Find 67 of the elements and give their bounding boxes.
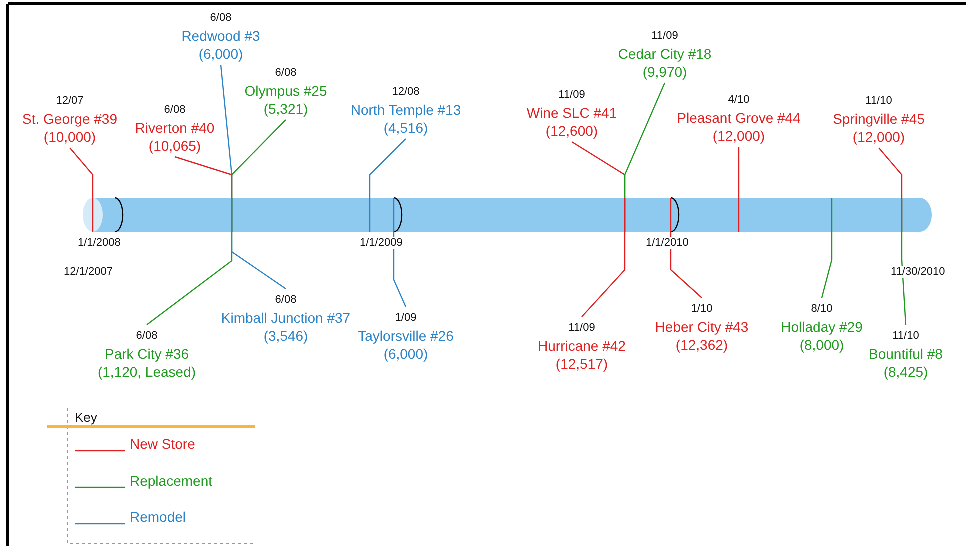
date-label: 11/10	[892, 329, 920, 344]
date-label: 6/08	[136, 329, 158, 344]
leader-line	[393, 198, 407, 308]
store-name: Pleasant Grove #44	[677, 109, 801, 127]
date-label: 4/10	[728, 93, 750, 108]
store-size: (12,000)	[852, 128, 906, 146]
store-name: Olympus #25	[244, 82, 328, 100]
leader-line	[369, 138, 406, 232]
store-size: (8,425)	[884, 363, 928, 381]
leader-line	[670, 198, 702, 298]
store-size: (12,517)	[556, 355, 608, 373]
axis-date-label: 12/1/2007	[64, 266, 113, 278]
timeline-bar	[83, 197, 932, 233]
axis-date-label: 1/1/2008	[78, 237, 121, 249]
date-label: 6/08	[210, 11, 232, 26]
legend-label: Remodel	[130, 509, 186, 525]
store-name: North Temple #13	[350, 101, 462, 119]
store-size: (1,120, Leased)	[98, 363, 196, 381]
store-size: (8,000)	[800, 336, 844, 354]
date-label: 11/09	[652, 29, 678, 44]
leader-line	[70, 148, 94, 232]
date-label: 11/09	[568, 321, 596, 336]
leader-line	[821, 198, 833, 298]
store-size: (6,000)	[384, 345, 428, 363]
store-size: (12,000)	[712, 127, 766, 145]
date-label: 6/08	[164, 103, 186, 118]
date-label: 11/10	[866, 94, 892, 109]
store-name: Park City #36	[104, 345, 190, 363]
store-name: Cedar City #18	[618, 45, 712, 63]
date-label: 6/08	[275, 66, 297, 81]
store-name: St. George #39	[22, 110, 118, 128]
store-name: Holladay #29	[781, 318, 863, 336]
legend-title: Key	[75, 410, 98, 425]
store-size: (12,362)	[676, 336, 728, 354]
store-name: Kimball Junction #37	[221, 309, 351, 327]
store-name: Bountiful #8	[869, 345, 943, 363]
store-name: Redwood #3	[182, 27, 260, 45]
leader-line	[582, 198, 626, 318]
store-name: Springville #45	[833, 110, 925, 128]
store-size: (10,000)	[44, 128, 96, 146]
legend-label: New Store	[130, 436, 196, 452]
store-size: (9,970)	[642, 63, 688, 81]
store-size: (5,321)	[264, 100, 308, 118]
axis-date-label: 11/30/2010	[891, 266, 946, 278]
date-label: 12/07	[56, 94, 84, 109]
store-size: (6,000)	[198, 45, 244, 63]
leader-line	[901, 198, 907, 326]
leader-line	[231, 198, 286, 290]
store-name: Riverton #40	[135, 119, 215, 137]
store-size: (10,065)	[148, 137, 202, 155]
store-name: Heber City #43	[655, 318, 749, 336]
date-label: 8/10	[811, 302, 833, 317]
store-size: (4,516)	[384, 119, 428, 137]
store-name: Wine SLC #41	[526, 104, 618, 122]
store-size: (3,546)	[264, 327, 308, 345]
store-name: Taylorsville #26	[358, 327, 454, 345]
store-size: (12,600)	[546, 122, 598, 140]
axis-date-label: 1/1/2010	[646, 237, 689, 249]
date-label: 6/08	[275, 293, 297, 308]
date-label: 11/09	[558, 88, 586, 103]
date-label: 1/09	[395, 311, 417, 326]
axis-date-label: 1/1/2009	[360, 237, 403, 249]
store-name: Hurricane #42	[538, 337, 626, 355]
date-label: 12/08	[392, 85, 420, 100]
legend-label: Replacement	[130, 472, 212, 488]
date-label: 1/10	[691, 302, 713, 317]
leader-line	[738, 147, 740, 232]
